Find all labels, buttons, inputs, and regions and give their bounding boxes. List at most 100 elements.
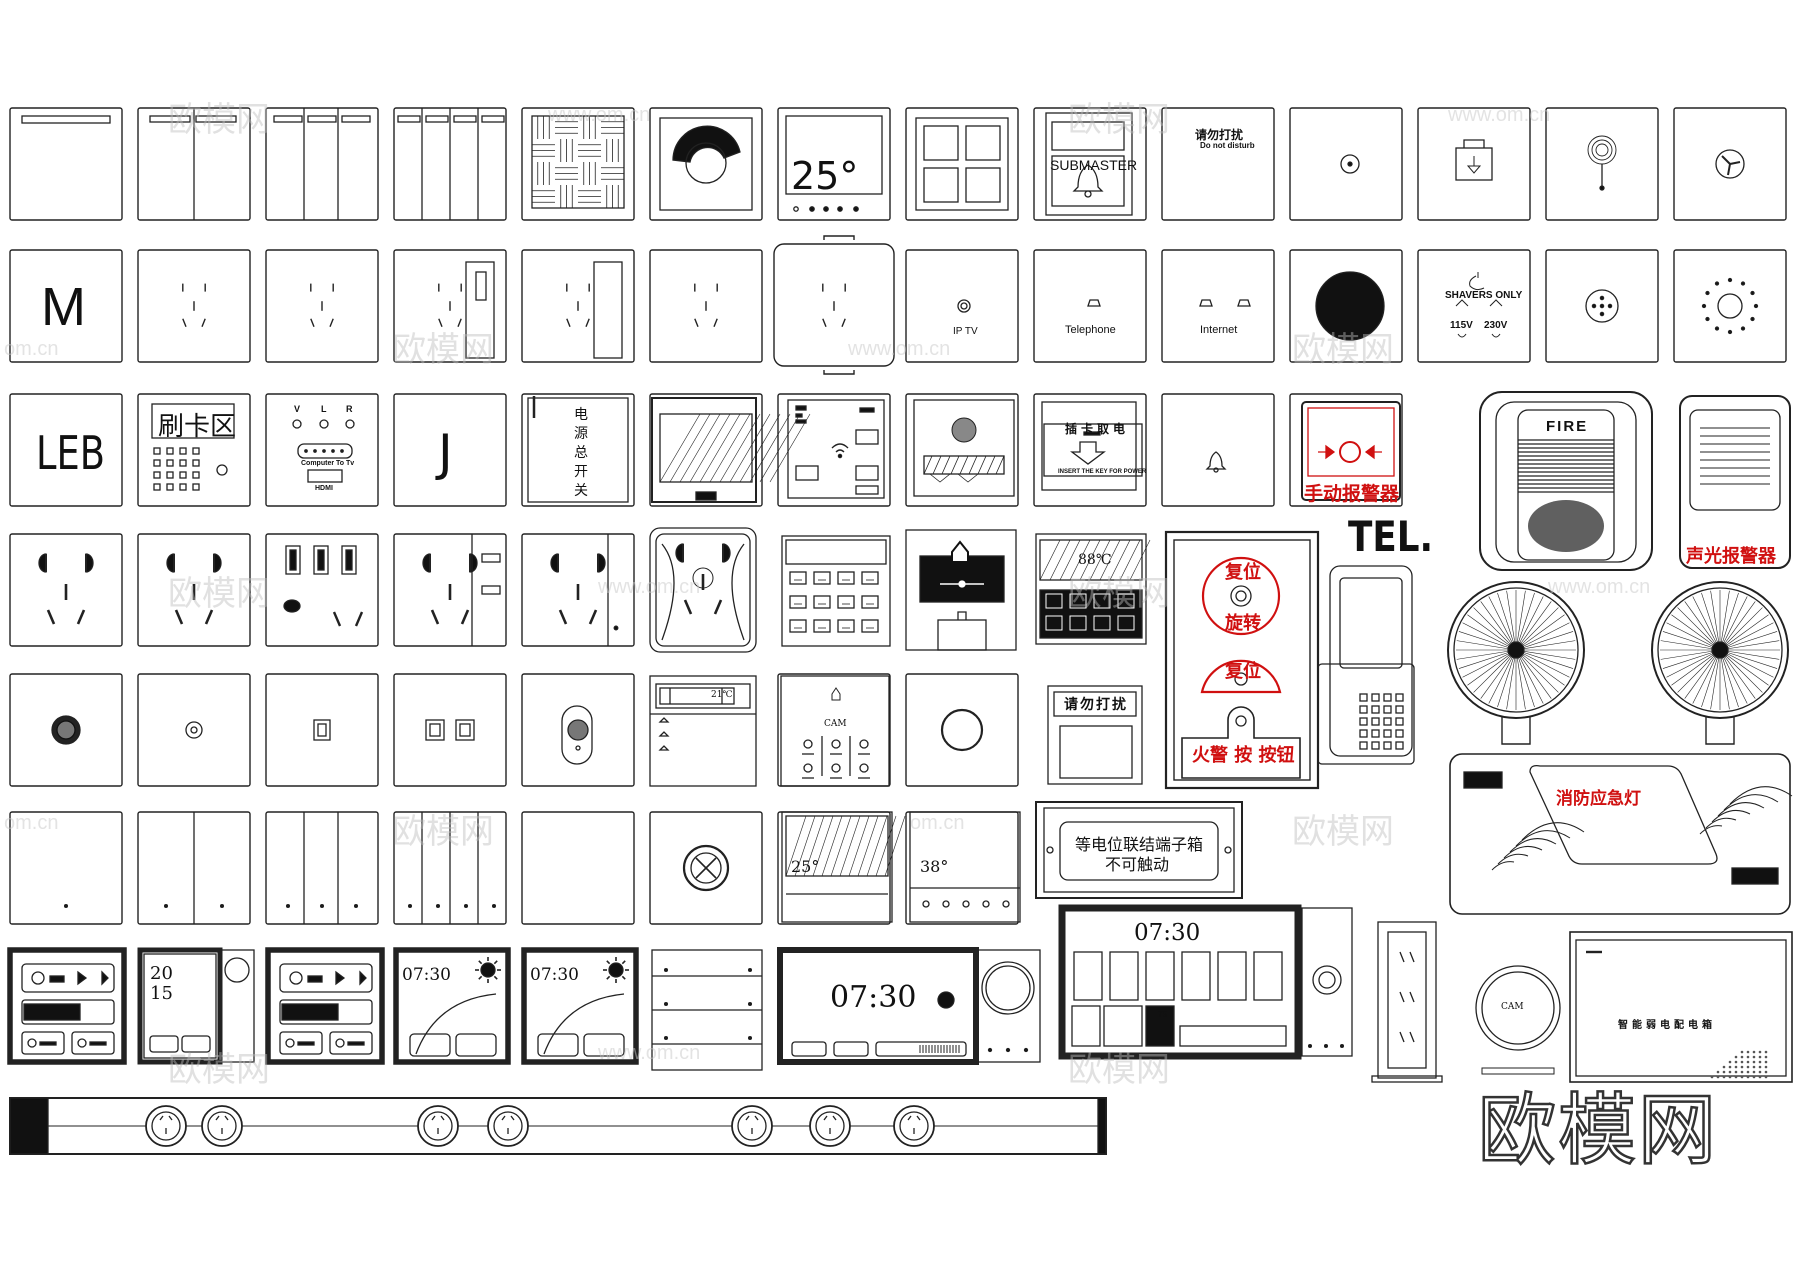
cad-circle [859, 739, 869, 749]
cad-circle [1758, 1065, 1762, 1069]
cad-circle [809, 206, 815, 212]
cad-circle [1764, 1075, 1768, 1079]
cad-path [1181, 706, 1301, 779]
cad-line [1719, 596, 1748, 651]
cad-rect [837, 619, 855, 633]
cad-line [695, 857, 717, 879]
cad-circle [1607, 303, 1613, 309]
cad-rect [21, 963, 115, 993]
function-plate [137, 393, 251, 507]
submaster-label: SUBMASTER [1050, 157, 1138, 173]
cad-line [1701, 592, 1721, 651]
cad-circle [163, 903, 169, 909]
cad-rect [655, 683, 751, 709]
socket-plate [393, 533, 507, 647]
cad-line [812, 815, 834, 877]
cad-rect [1043, 423, 1143, 477]
cad-circle [940, 708, 984, 752]
computer-tv-label: Computer To Tv [301, 460, 355, 467]
cad-circle [837, 453, 843, 459]
dnd-label-cn-2: 请勿打扰 [1064, 697, 1128, 713]
cad-rect [1329, 565, 1413, 757]
cad-rect [1317, 663, 1415, 765]
cad-rect [1071, 1005, 1101, 1047]
smart-box-label: 智能弱电配电箱 [1618, 1020, 1716, 1031]
cad-rect [1371, 729, 1380, 738]
cad-path [1463, 139, 1485, 148]
cad-circle [1722, 1075, 1726, 1079]
cad-circle [1758, 1055, 1762, 1059]
cad-circle [1728, 1065, 1732, 1069]
cad-circle [859, 763, 869, 773]
cad-circle [1599, 295, 1605, 301]
cad-circle [1722, 1065, 1726, 1069]
cad-line [1119, 539, 1141, 581]
cad-circle [942, 900, 950, 908]
cad-circle [1764, 1070, 1768, 1074]
cad-rect [166, 483, 174, 491]
cad-line [1456, 649, 1517, 660]
shavers-label: SHAVERS ONLY [1445, 290, 1523, 301]
cad-rect [393, 947, 511, 1065]
cad-circle [1714, 326, 1720, 331]
cad-rect [1045, 112, 1133, 216]
cad-circle [1746, 1050, 1750, 1054]
cad-rect [89, 1041, 107, 1046]
cad-rect [341, 115, 371, 123]
cad-line [1719, 649, 1756, 699]
cad-rect [481, 115, 505, 123]
cad-circle [1213, 467, 1219, 473]
cad-circle [27, 1038, 37, 1048]
cad-rect [1371, 1075, 1443, 1083]
cad-line [884, 815, 906, 877]
cad-rect [1109, 951, 1139, 1001]
cad-circle [957, 299, 971, 313]
cad-rect [1371, 717, 1380, 726]
cad-circle [1750, 290, 1755, 296]
reset-rotate-1: 复位 [1225, 562, 1261, 583]
fire-label: FIRE [1546, 418, 1589, 435]
cad-rect [279, 963, 373, 993]
cad-line [1458, 631, 1517, 651]
cad-line [440, 1115, 445, 1121]
cad-circle [1307, 1043, 1313, 1049]
cad-rect [1035, 801, 1243, 899]
cad-line [1719, 631, 1778, 651]
cad-line [1467, 614, 1517, 651]
cad-line [76, 609, 86, 625]
cad-line [1666, 622, 1721, 651]
cad-circle [682, 844, 730, 892]
cad-line [621, 975, 626, 980]
cad-line [430, 609, 440, 625]
main-power-label: 电源总开关 [574, 407, 588, 499]
cad-rect [795, 405, 807, 411]
cad-line [558, 609, 568, 625]
cad-circle [1728, 1075, 1732, 1079]
cad-rect [1145, 1005, 1175, 1047]
cad-circle [319, 419, 329, 429]
cad-line [823, 1115, 828, 1121]
cad-rect [1181, 951, 1211, 1001]
cad-circle [1318, 971, 1336, 989]
cad-rect [71, 1031, 115, 1055]
cad-circle [304, 449, 308, 453]
cad-rect [166, 471, 174, 479]
cad-rect [149, 1035, 179, 1053]
cad-rect [1339, 577, 1403, 669]
cad-line [1710, 590, 1721, 651]
cad-circle [353, 903, 359, 909]
cad-rect [795, 419, 807, 424]
cad-circle [1339, 441, 1361, 463]
cad-rect [875, 1041, 967, 1057]
leb-label: LEB [36, 426, 105, 480]
cad-rect [651, 397, 757, 503]
cad-circle [1714, 281, 1720, 286]
brand-logo: 欧模网 [1477, 1085, 1719, 1178]
cad-line [1473, 649, 1517, 693]
cad-circle [322, 449, 326, 453]
cad-rect [219, 949, 255, 1063]
cad-rect [1359, 717, 1368, 726]
cad-line [1109, 539, 1131, 581]
emergency-light-label: 消防应急灯 [1556, 789, 1641, 809]
socket-plate [137, 249, 251, 363]
